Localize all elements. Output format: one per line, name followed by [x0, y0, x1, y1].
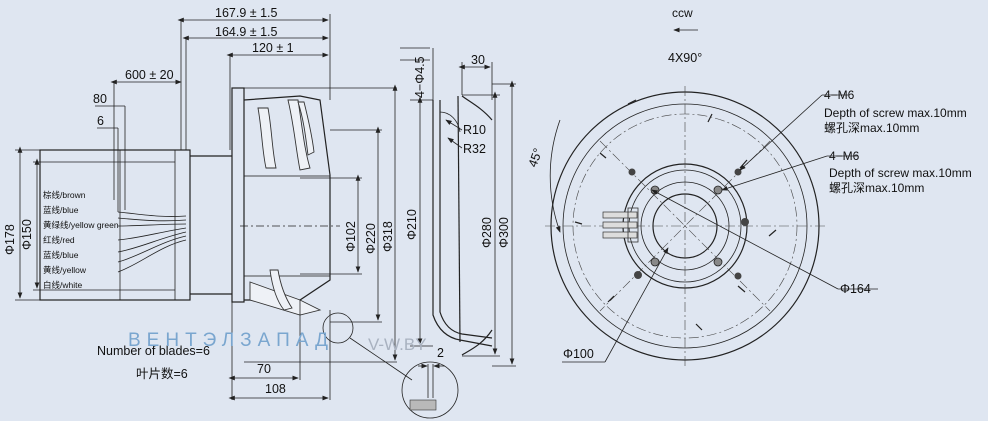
dim-70: 70: [257, 362, 271, 376]
watermark-brand: ВЕНТЭЛЗАПАД: [128, 330, 334, 351]
wire-connector: [602, 207, 639, 243]
rotation-label: ccw: [672, 6, 693, 20]
wire-2: 蓝线/blue: [43, 205, 79, 215]
screw2-en: Depth of screw max.10mm: [829, 166, 972, 180]
dim-108: 108: [265, 382, 286, 396]
side-view: 167.9 ± 1.5 164.9 ± 1.5 120 ± 1 600 ± 20…: [3, 6, 413, 401]
front-view: ccw 4X90° 45°: [526, 6, 972, 366]
dim-80: 80: [93, 92, 107, 106]
wire-4: 红线/red: [43, 235, 75, 245]
wire-bundle: [117, 211, 187, 273]
screw1-en: Depth of screw max.10mm: [824, 106, 967, 120]
r10: R10: [463, 123, 486, 137]
dim-120: 120 ± 1: [252, 41, 294, 55]
dim-318: Φ318: [381, 221, 395, 252]
screw2-cn: 螺孔深max.10mm: [829, 181, 924, 195]
dim-4-45: 4−Φ4.5: [413, 56, 427, 98]
r32: R32: [463, 142, 486, 156]
dim-300: Φ300: [497, 217, 511, 248]
dim-280: Φ280: [480, 217, 494, 248]
wire-3: 黄绿线/yellow green: [43, 220, 119, 230]
watermark: ВЕНТЭЛЗАПАД V-W.BY: [128, 330, 427, 354]
blades-en: Number of blades=6: [97, 344, 210, 358]
detail-circle: [322, 312, 354, 344]
wire-5: 蓝线/blue: [43, 250, 79, 260]
dim-102: Φ102: [344, 221, 358, 252]
wire-6: 黄线/yellow: [43, 265, 87, 275]
detail-inset: [401, 361, 459, 419]
dim-164-9: 164.9 ± 1.5: [215, 25, 278, 39]
dim-167-9: 167.9 ± 1.5: [215, 6, 278, 20]
dim-600: 600 ± 20: [125, 68, 174, 82]
dim-220: Φ220: [364, 223, 378, 254]
screw1-cn: 螺孔深max.10mm: [824, 121, 919, 135]
wire-7: 白线/white: [43, 280, 82, 290]
wire-1: 棕线/brown: [43, 190, 86, 200]
dim-100: Φ100: [563, 347, 594, 361]
dim-2: 2: [437, 346, 444, 360]
dim-178: Φ178: [3, 224, 17, 255]
dim-6: 6: [97, 114, 104, 128]
dim-210: Φ210: [405, 209, 419, 240]
dim-150: Φ150: [20, 219, 34, 250]
watermark-site: V-W.BY: [368, 335, 427, 354]
blades-cn: 叶片数=6: [136, 366, 188, 381]
pattern-label: 4X90°: [668, 51, 702, 65]
backplate: [231, 87, 245, 303]
angle-label: 45°: [526, 146, 546, 169]
inlet-view: 4−Φ4.5 30 R10 R32 Φ210 Φ280 Φ300: [400, 47, 516, 419]
dim-30: 30: [471, 53, 485, 67]
